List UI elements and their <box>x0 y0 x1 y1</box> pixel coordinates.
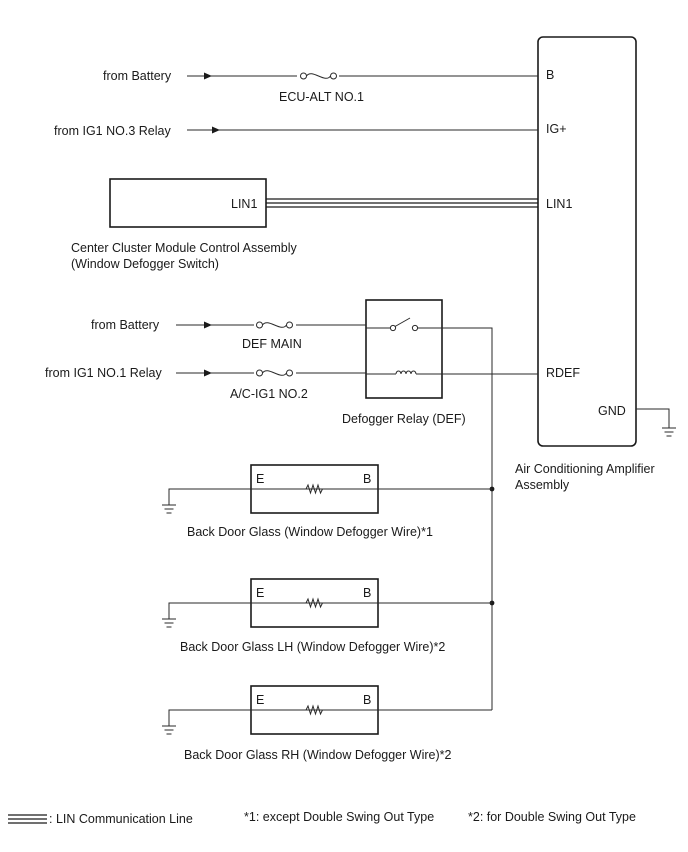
fuse-icon <box>306 73 331 79</box>
arrow-icon <box>204 72 212 80</box>
fuse-def-main-label: DEF MAIN <box>242 337 302 351</box>
resistor-icon <box>251 597 378 609</box>
arrow-icon <box>212 126 220 134</box>
ground-icon <box>162 618 176 628</box>
ground-icon <box>662 427 676 437</box>
lin-bus <box>266 198 538 208</box>
ground-icon <box>162 725 176 735</box>
glass-lh-pin-b: B <box>363 586 371 600</box>
battery-b-circuit: from Battery ECU-ALT NO.1 <box>103 69 538 104</box>
gnd-wire <box>636 408 670 428</box>
ig-circuit: from IG1 NO.3 Relay <box>54 124 538 138</box>
air-conditioning-amplifier: B IG+ LIN1 RDEF GND Air Conditioning Amp… <box>515 36 655 492</box>
glass-rh-name: Back Door Glass RH (Window Defogger Wire… <box>184 748 451 762</box>
source-ig1-no3: from IG1 NO.3 Relay <box>54 124 171 138</box>
center-cluster-module: LIN1 Center Cluster Module Control Assem… <box>71 178 298 271</box>
center-cluster-pin-lin1: LIN1 <box>231 197 257 211</box>
source-battery-1: from Battery <box>103 69 172 83</box>
back-door-glass-rh: E B Back Door Glass RH (Window Defogger … <box>162 685 492 762</box>
ground-icon <box>162 504 176 514</box>
pin-b-label: B <box>546 68 554 82</box>
glass-rh-pin-b: B <box>363 693 371 707</box>
glass-1-pin-e: E <box>256 472 264 486</box>
glass-1-name: Back Door Glass (Window Defogger Wire)*1 <box>187 525 433 539</box>
fuse-ecu-alt <box>297 70 339 82</box>
amplifier-box <box>537 36 637 447</box>
arrow-icon <box>204 369 212 377</box>
pin-rdef-label: RDEF <box>546 366 580 380</box>
glass-lh-pin-e: E <box>256 586 264 600</box>
arrow-icon <box>204 321 212 329</box>
relay-switch-icon <box>394 317 411 327</box>
glass-lh-name: Back Door Glass LH (Window Defogger Wire… <box>180 640 445 654</box>
amplifier-name-line1: Air Conditioning Amplifier <box>515 462 655 476</box>
back-door-glass-1: E B Back Door Glass (Window Defogger Wir… <box>162 464 492 539</box>
pin-ig-label: IG+ <box>546 122 567 136</box>
fuse-icon <box>262 370 287 376</box>
resistor-icon <box>251 483 378 495</box>
relay-coil-icon <box>395 370 417 375</box>
relay-box <box>365 299 443 399</box>
glass-rh-ground-wire <box>168 709 251 726</box>
glass-lh-ground-wire <box>168 602 251 619</box>
fuse-ac-ig1-label: A/C-IG1 NO.2 <box>230 387 308 401</box>
center-cluster-name-line1: Center Cluster Module Control Assembly <box>71 241 298 255</box>
glass-1-ground-wire <box>168 488 251 505</box>
def-main-circuit: from Battery DEF MAIN <box>91 318 366 351</box>
amplifier-ground <box>636 408 676 437</box>
fuse-def-main <box>254 319 296 331</box>
legend-lin-label: : LIN Communication Line <box>49 812 193 826</box>
back-door-glass-lh: E B Back Door Glass LH (Window Defogger … <box>162 578 492 654</box>
feed-wire <box>442 327 493 710</box>
amplifier-name-line2: Assembly <box>515 478 570 492</box>
legend: : LIN Communication Line *1: except Doub… <box>8 810 636 826</box>
resistor-icon <box>251 704 378 716</box>
pin-gnd-label: GND <box>598 404 626 418</box>
fuse-icon <box>262 322 287 328</box>
relay-contact-icon <box>389 324 397 332</box>
relay-contact-icon <box>411 324 419 332</box>
lin-line-legend-icon <box>8 814 47 824</box>
legend-note-2: *2: for Double Swing Out Type <box>468 810 636 824</box>
pin-lin1-label: LIN1 <box>546 197 572 211</box>
source-ig1-no1: from IG1 NO.1 Relay <box>45 366 162 380</box>
ac-ig1-circuit: from IG1 NO.1 Relay A/C-IG1 NO.2 <box>45 366 538 401</box>
glass-1-pin-b: B <box>363 472 371 486</box>
defogger-relay: Defogger Relay (DEF) <box>342 299 466 426</box>
legend-note-1: *1: except Double Swing Out Type <box>244 810 434 824</box>
relay-name: Defogger Relay (DEF) <box>342 412 466 426</box>
glass-rh-pin-e: E <box>256 693 264 707</box>
fuse-ac-ig1 <box>254 367 296 379</box>
source-battery-2: from Battery <box>91 318 160 332</box>
defogger-feed-bus <box>442 327 495 710</box>
center-cluster-name-line2: (Window Defogger Switch) <box>71 257 219 271</box>
fuse-ecu-alt-label: ECU-ALT NO.1 <box>279 90 364 104</box>
